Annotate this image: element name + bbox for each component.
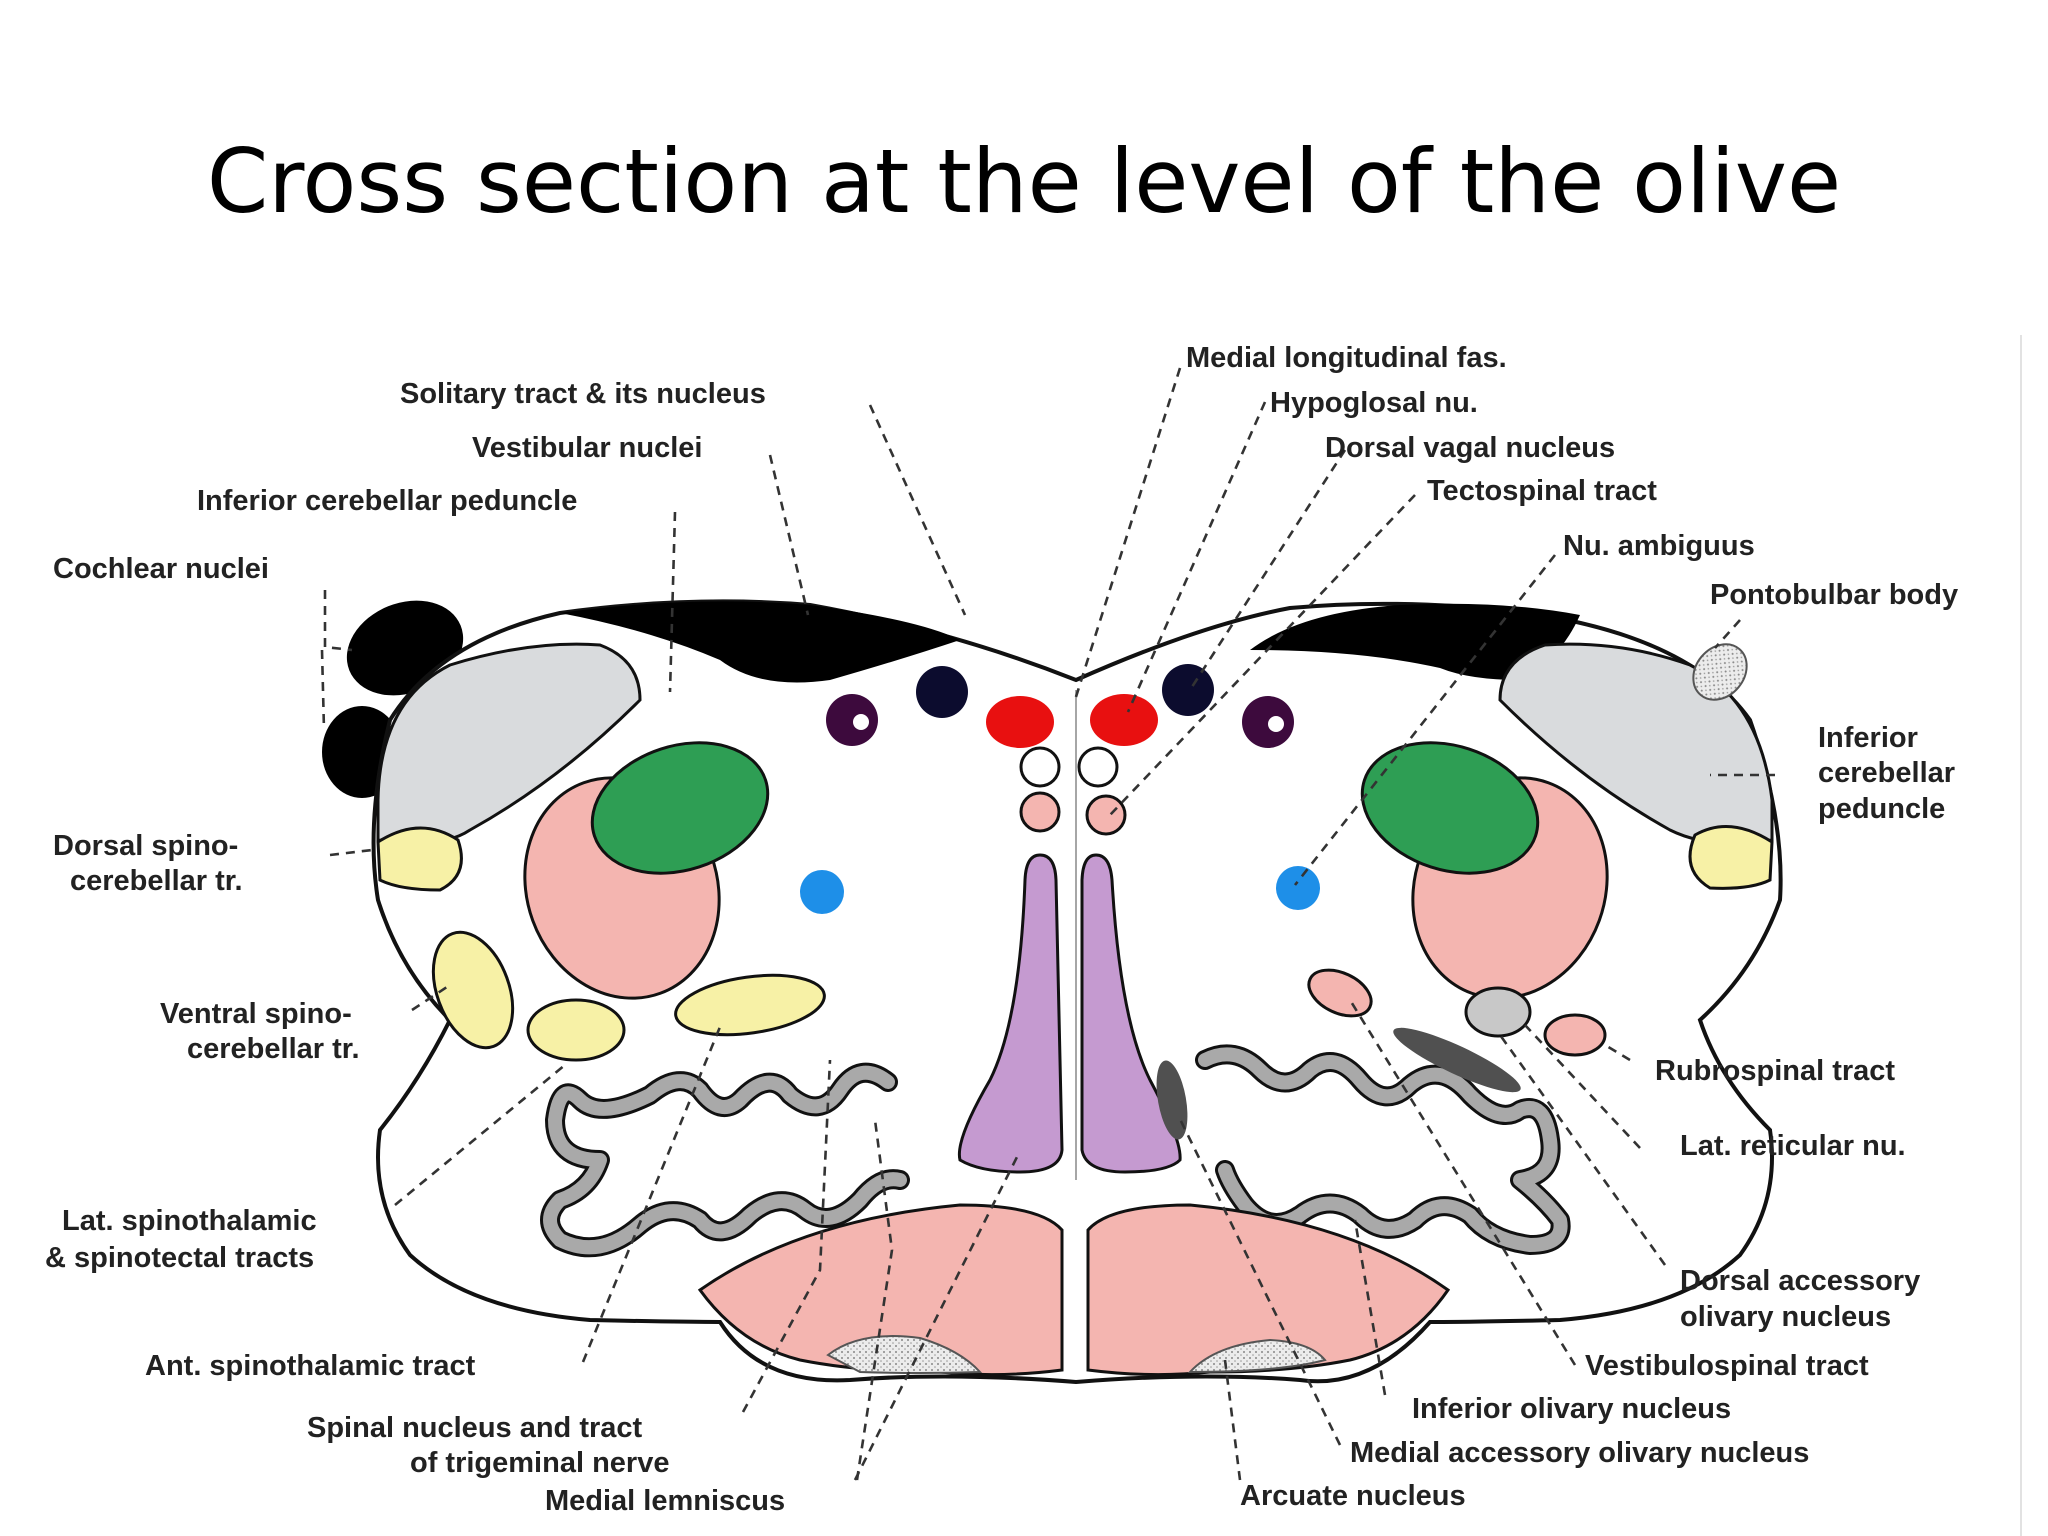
label-medial-longitudinal-fas: Medial longitudinal fas.: [1186, 342, 1507, 374]
dorsal-band-left: [560, 601, 960, 683]
label-lat-spinothalamic-1: Lat. spinothalamic: [62, 1205, 317, 1237]
label-cochlear-nuclei: Cochlear nuclei: [53, 553, 269, 585]
label-dorsal-spinocerebellar-2: cerebellar tr.: [70, 865, 243, 897]
nu-ambiguus-right: [1276, 866, 1320, 910]
vestibulospinal-tract-left: [1156, 1060, 1188, 1140]
arcuate-nucleus-left: [826, 1335, 983, 1374]
rubrospinal-tract-medial: [1307, 968, 1373, 1018]
pontobulbar-body: [1692, 643, 1748, 701]
lat-reticular-nucleus: [1464, 986, 1532, 1038]
dorsal-spinocerebellar-right: [1688, 825, 1774, 890]
leader-lines: [320, 367, 1775, 1481]
label-inferior-cerebellar-peduncle-left: Inferior cerebellar peduncle: [197, 485, 577, 517]
lat-spinothalamic-tract: [526, 998, 626, 1062]
medial-lemniscus-left: [957, 853, 1064, 1174]
mlf-left: [1019, 746, 1061, 788]
dorsal-spinocerebellar-left: [376, 826, 463, 892]
vestibulospinal-tract-right: [1393, 1027, 1521, 1093]
label-tectospinal-tract: Tectospinal tract: [1427, 475, 1657, 507]
label-dorsal-vagal-nucleus: Dorsal vagal nucleus: [1325, 432, 1615, 464]
label-rubrospinal-tract: Rubrospinal tract: [1655, 1055, 1895, 1087]
label-inferior-cerebellar-peduncle-right-3: peduncle: [1818, 793, 1945, 825]
hypoglossal-nucleus-right: [1090, 694, 1158, 746]
label-lat-spinothalamic-2: & spinotectal tracts: [45, 1242, 314, 1274]
label-inferior-cerebellar-peduncle-right-2: cerebellar: [1818, 757, 1955, 789]
arcuate-nucleus-right: [1187, 1338, 1327, 1374]
inferior-olivary-nucleus-left-fill: [543, 1065, 907, 1255]
mlf-right: [1077, 746, 1119, 788]
pyramid-right: [1086, 1203, 1451, 1377]
slide-title: Cross section at the level of the olive: [206, 130, 1842, 233]
label-arcuate-nucleus: Arcuate nucleus: [1240, 1480, 1466, 1512]
label-ventral-spinocerebellar-1: Ventral spino-: [160, 998, 352, 1030]
label-pontobulbar-body: Pontobulbar body: [1710, 579, 1958, 611]
frame-edge: [2020, 335, 2022, 1536]
label-hypoglossal-nu: Hypoglosal nu.: [1270, 387, 1478, 419]
label-medial-accessory-olivary-nucleus: Medial accessory olivary nucleus: [1350, 1437, 1809, 1469]
label-vestibular-nuclei: Vestibular nuclei: [472, 432, 702, 464]
tectospinal-left: [1019, 791, 1061, 833]
nu-ambiguus-left: [800, 870, 844, 914]
dorsal-band-right: [1250, 603, 1580, 680]
dorsal-vagal-nucleus-right: [1242, 696, 1294, 748]
label-dorsal-accessory-olivary-2: olivary nucleus: [1680, 1301, 1891, 1333]
label-inferior-olivary-nucleus: Inferior olivary nucleus: [1412, 1393, 1731, 1425]
label-medial-lemniscus: Medial lemniscus: [545, 1485, 785, 1517]
dorsal-vagal-nucleus-left-spot: [853, 714, 869, 730]
spinal-trigeminal-tract-left: [590, 741, 770, 875]
inferior-cerebellar-peduncle-left: [376, 642, 642, 845]
ventral-spinocerebellar-tract: [431, 930, 515, 1050]
rubrospinal-tract: [1543, 1013, 1607, 1057]
label-dorsal-spinocerebellar-1: Dorsal spino-: [53, 830, 238, 862]
spinal-trigeminal-tract-right: [1360, 741, 1540, 875]
label-ant-spinothalamic-tract: Ant. spinothalamic tract: [145, 1350, 476, 1382]
label-inferior-cerebellar-peduncle-right-1: Inferior: [1818, 722, 1918, 754]
solitary-nucleus-left: [916, 666, 968, 718]
label-vestibulospinal-tract: Vestibulospinal tract: [1585, 1350, 1869, 1382]
hypoglossal-nucleus-left: [986, 696, 1054, 748]
label-dorsal-accessory-olivary-1: Dorsal accessory: [1680, 1265, 1920, 1297]
medial-lemniscus-right: [1080, 853, 1182, 1174]
inferior-olivary-nucleus-right-fill: [1198, 1047, 1568, 1252]
dorsal-vagal-nucleus-right-spot: [1268, 716, 1284, 732]
ant-spinothalamic-tract: [674, 973, 826, 1037]
label-spinal-trigeminal-2: of trigeminal nerve: [410, 1447, 669, 1479]
label-spinal-trigeminal-1: Spinal nucleus and tract: [307, 1412, 643, 1444]
label-lat-reticular-nu: Lat. reticular nu.: [1680, 1130, 1906, 1162]
tectospinal-right: [1085, 794, 1127, 836]
label-solitary-tract: Solitary tract & its nucleus: [400, 378, 766, 410]
label-ventral-spinocerebellar-2: cerebellar tr.: [187, 1033, 360, 1065]
label-nu-ambiguus: Nu. ambiguus: [1563, 530, 1755, 562]
dorsal-vagal-nucleus-left: [826, 694, 878, 746]
solitary-nucleus-right: [1162, 664, 1214, 716]
